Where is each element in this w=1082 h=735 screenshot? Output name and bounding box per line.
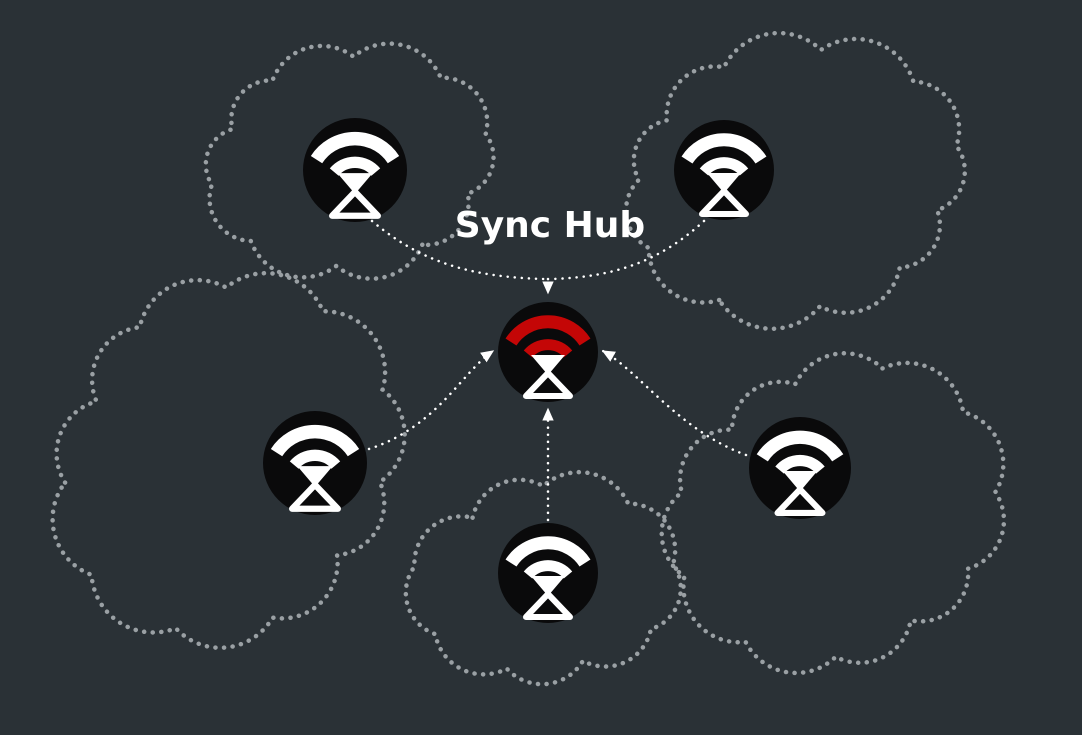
wifi-beacon-icon	[263, 411, 367, 515]
cloud-top-right	[623, 30, 968, 331]
sync-arrow-left	[367, 349, 495, 451]
cloud-bottom	[403, 469, 684, 687]
cloud-left	[50, 270, 407, 651]
device-node-top-left	[303, 118, 407, 222]
cloud-right	[659, 351, 1007, 676]
cloud-group	[50, 30, 1007, 687]
wifi-beacon-icon	[674, 120, 774, 220]
device-node-left	[263, 411, 367, 515]
device-node-bottom	[498, 523, 598, 623]
sync-hub-node	[498, 302, 598, 402]
diagram-title: Sync Hub	[455, 205, 645, 246]
sync-arrow-right	[601, 349, 748, 457]
device-node-top-right	[674, 120, 774, 220]
device-node-right	[749, 417, 851, 519]
wifi-beacon-icon	[303, 118, 407, 222]
cloud-top-left	[203, 41, 496, 281]
connection-group	[367, 219, 748, 522]
wifi-beacon-icon	[498, 523, 598, 623]
sync-arrow-top-left	[370, 219, 546, 281]
sync-hub-icon	[498, 302, 598, 402]
wifi-beacon-icon	[749, 417, 851, 519]
sync-arrow-top-right	[550, 219, 706, 281]
